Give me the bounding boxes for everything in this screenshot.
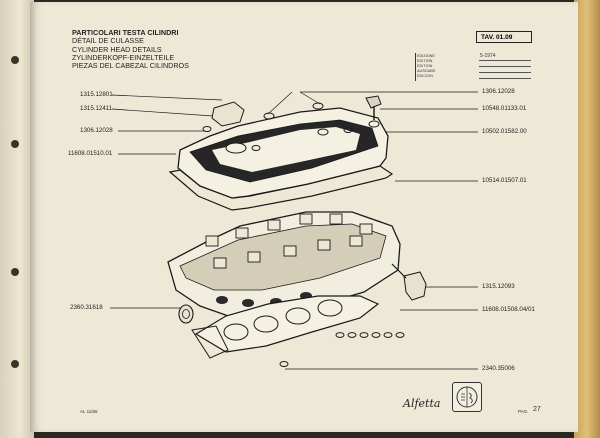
right-page-stack	[574, 0, 600, 438]
part-label: 11608.01510.01	[68, 150, 113, 157]
part-label: 1315.12093	[482, 283, 515, 290]
page-number: 27	[533, 406, 541, 413]
part-label: 1315.12411	[80, 105, 113, 112]
cam-bearing	[235, 227, 249, 239]
brand-script: Alfetta	[403, 397, 441, 410]
port	[216, 296, 228, 304]
seal-ring	[383, 332, 393, 338]
plate-number-box: TAV. 01.09	[476, 31, 532, 43]
cam-bearing	[213, 257, 227, 269]
head-gasket	[194, 295, 380, 353]
leader-line	[267, 91, 293, 115]
seal-ring	[371, 332, 381, 338]
seal-ring	[395, 332, 405, 338]
lifting-bracket	[403, 271, 427, 301]
side-gasket	[191, 325, 229, 359]
leader-line	[299, 91, 321, 105]
gasket-bore	[317, 299, 343, 317]
sealing-plug	[178, 304, 194, 324]
seal-washer	[251, 145, 261, 151]
part-label: 1306.12028	[482, 88, 515, 95]
gasket-bore	[285, 307, 311, 325]
revision-line	[479, 60, 531, 61]
seal-washer	[343, 127, 353, 133]
binder-hole	[11, 140, 19, 148]
seal-ring	[335, 332, 345, 338]
port	[242, 299, 254, 307]
oil-filler-cap	[211, 101, 245, 127]
part-label: 10514.01507.01	[482, 177, 527, 184]
oil-filler-neck	[225, 142, 247, 154]
part-label: 10502.01582.00	[482, 128, 527, 135]
seal-washer	[317, 128, 329, 136]
revision-table: EDIZIONE EDITION EDITION AUSGABE EDICION…	[407, 53, 532, 81]
seal-ring	[347, 332, 357, 338]
revision-label: EDIZIONE	[417, 54, 435, 58]
part-label: 2340.35006	[482, 365, 515, 372]
revision-label: EDITION	[417, 59, 433, 63]
revision-label: EDICION	[417, 74, 433, 78]
seal-washer	[312, 102, 324, 110]
revision-line	[479, 66, 531, 67]
cover-nut	[365, 95, 382, 109]
revision-label: AUSGABE	[417, 69, 436, 73]
cam-bearing	[329, 213, 343, 225]
part-label: 1315.12801	[80, 91, 113, 98]
title-spanish: PIEZAS DEL CABEZAL CILINDROS	[72, 61, 189, 71]
footer-note: AL 11/65	[80, 409, 98, 414]
cam-bearing	[283, 245, 297, 257]
binder-hole	[11, 360, 19, 368]
binder-hole	[11, 268, 19, 276]
gasket-bore	[253, 315, 279, 333]
revision-number-column	[407, 53, 416, 81]
page-label: PAG.	[518, 409, 529, 414]
small-washer	[279, 361, 289, 367]
revision-line	[479, 78, 531, 79]
left-page-edge	[0, 0, 34, 438]
gasket-bore	[223, 323, 249, 341]
part-label: 2360.31618	[70, 304, 103, 311]
title-german: ZYLINDERKOPF-EINZELTEILE	[72, 52, 175, 62]
page-title-block: PARTICOLARI TESTA CILINDRI DÉTAIL DE CUL…	[72, 28, 189, 71]
binder-hole	[11, 56, 19, 64]
title-french: DÉTAIL DE CULASSE	[72, 36, 144, 46]
cam-bearing	[317, 239, 331, 251]
seal-washer	[202, 126, 212, 132]
cam-bearing	[247, 251, 261, 263]
cylinder-head-top	[179, 223, 387, 291]
cam-bearing	[349, 235, 363, 247]
title-english: CYLINDER HEAD DETAILS	[72, 44, 162, 54]
title-italian: PARTICOLARI TESTA CILINDRI	[72, 28, 179, 37]
revision-label: EDITION	[417, 64, 433, 68]
part-label: 1306.12028	[80, 127, 113, 134]
leader-line	[111, 108, 214, 117]
revision-date: 5-1974	[480, 53, 496, 59]
revision-line	[479, 72, 531, 73]
part-label: 11608.01508.04/01	[482, 306, 535, 313]
cam-bearing	[359, 223, 373, 235]
seal-ring	[359, 332, 369, 338]
alfa-romeo-logo-icon	[452, 382, 482, 412]
cam-bearing	[205, 235, 219, 247]
cover-nut-washer	[368, 120, 380, 128]
seal-washer	[263, 112, 275, 120]
part-label: 10548.01133.01	[482, 105, 527, 112]
cam-bearing	[267, 219, 281, 231]
cam-cover-highlight	[212, 127, 360, 172]
leader-line	[111, 94, 223, 101]
cam-bearing	[299, 213, 313, 225]
